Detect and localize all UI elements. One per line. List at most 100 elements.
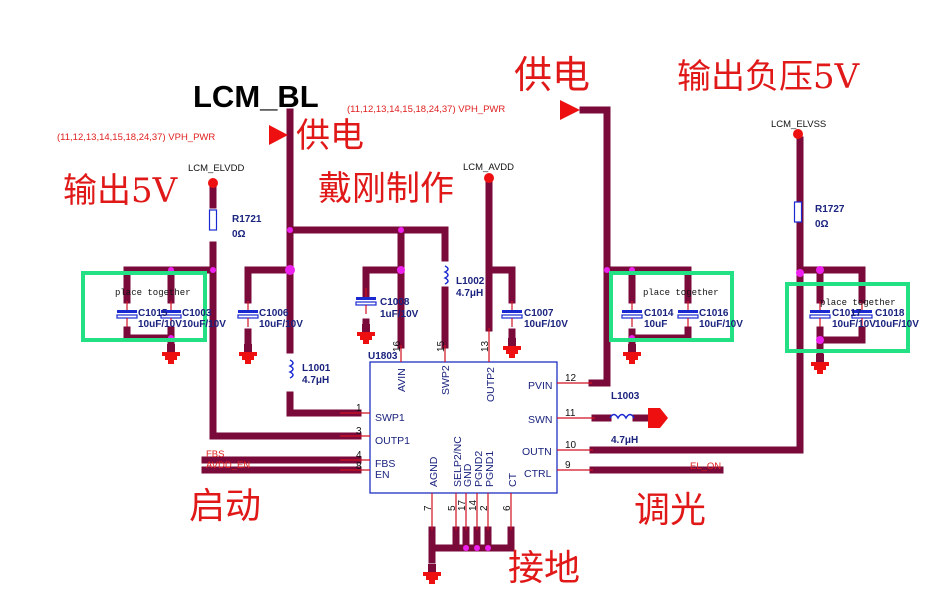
l1001-value: 4.7μH: [302, 375, 329, 386]
ground-icon: [239, 344, 257, 364]
resistor-r1727: [793, 201, 803, 223]
annotation-supply-2: 供电: [514, 53, 590, 97]
avdd-net-port: [484, 173, 494, 183]
c1017-ref: C1017: [832, 308, 862, 319]
pin-num-gnd: 17: [457, 499, 468, 511]
l1003-ref: L1003: [611, 391, 640, 402]
pin-name-pgnd2: PGND2: [473, 451, 485, 487]
place-together-box: [785, 282, 910, 353]
pin-name-swn: SWN: [528, 414, 553, 426]
c1016-value: 10uF/10V: [699, 319, 743, 330]
capacitor-c1006: [237, 300, 259, 328]
ground-icon: [423, 564, 441, 584]
annotation-ground: 接地: [508, 548, 580, 589]
pin-num-ct: 6: [502, 505, 513, 511]
c1017-value: 10uF/10V: [832, 319, 876, 330]
power-port-arrow-icon: [269, 125, 288, 145]
net-fbs: FBS: [206, 449, 224, 460]
capacitor-c1008: [355, 287, 377, 315]
pin-num-outp2: 13: [480, 340, 491, 352]
r1721-ref: R1721: [232, 214, 262, 225]
c1008-ref: C1008: [380, 297, 410, 308]
ground-icon: [162, 344, 180, 364]
power-port-arrow-icon: [560, 100, 580, 120]
l1002-ref: L1002: [456, 276, 485, 287]
power-ref-top: (11,12,13,14,15,18,24,37) VPH_PWR: [347, 104, 505, 115]
pin-num-ctrl: 9: [565, 460, 571, 471]
pin-num-outp1: 3: [356, 426, 362, 437]
c1006-value: 10uF/10V: [259, 319, 303, 330]
inductor-l1001: [289, 359, 294, 379]
pin-name-fbs: FBS: [375, 458, 395, 470]
ground-icon: [503, 338, 521, 358]
place-together-note: place together: [820, 298, 896, 308]
pin-num-swn: 11: [565, 408, 576, 419]
pin-name-ctrl: CTRL: [524, 468, 552, 480]
r1727-ref: R1727: [815, 204, 845, 215]
r1727-value: 0Ω: [815, 219, 829, 230]
c1018-ref: C1018: [875, 308, 905, 319]
pin-name-outp1: OUTP1: [375, 435, 410, 447]
c1007-value: 10uF/10V: [524, 319, 568, 330]
annotation-dimming: 调光: [634, 490, 706, 531]
c1015-value: 10uF/10V: [138, 319, 182, 330]
c1018-value: 10uF/10V: [875, 319, 919, 330]
pin-name-en: EN: [375, 469, 390, 481]
net-elvss: LCM_ELVSS: [771, 119, 826, 130]
resistor-r1721: [208, 209, 218, 231]
annotation-author: 戴刚制作: [318, 169, 454, 209]
pin-num-avin: 16: [392, 340, 403, 352]
capacitor-c1007: [501, 300, 523, 328]
wires: [123, 106, 866, 564]
pin-num-swp2: 15: [436, 340, 447, 352]
c1008-value: 1uF/10V: [380, 309, 419, 320]
capacitor-c1015: [116, 300, 138, 328]
pin-num-selp2: 5: [447, 505, 458, 511]
pin-name-selp2: SELP2/NC: [452, 436, 464, 487]
ic-pin-lines: [340, 328, 595, 530]
ground-icon: [623, 344, 641, 364]
inductor-l1002: [444, 265, 449, 285]
pin-name-swp2: SWP2: [440, 365, 452, 395]
net-avdd-en: AVDD_EN: [206, 460, 250, 471]
l1002-value: 4.7μH: [456, 288, 483, 299]
elvss-net-port: [793, 129, 803, 139]
ground-icon: [811, 354, 829, 374]
l1001-ref: L1001: [302, 363, 331, 374]
annotation-output-5v: 输出5V: [63, 171, 179, 211]
pin-name-agnd: AGND: [428, 456, 440, 487]
inductor-l1003: [609, 413, 635, 420]
pin-num-swp1: 1: [356, 403, 362, 414]
c1003-value: 10uF/10V: [182, 319, 226, 330]
ic-u1803: [369, 361, 558, 494]
pin-name-pgnd1: PGND1: [484, 451, 496, 487]
pin-name-avin: AVIN: [396, 368, 408, 392]
c1006-ref: C1006: [259, 308, 289, 319]
place-together-note: place together: [115, 288, 191, 298]
pin-name-swp1: SWP1: [375, 412, 405, 424]
pin-num-fbs: 4: [356, 450, 362, 461]
ic-ref: U1803: [368, 351, 398, 362]
annotation-supply-1: 供电: [296, 116, 364, 156]
ground-icon: [648, 408, 668, 428]
c1007-ref: C1007: [524, 308, 554, 319]
pin-name-outp2: OUTP2: [485, 367, 497, 402]
pin-num-pgnd1: 2: [479, 505, 490, 511]
annotation-enable: 启动: [189, 486, 261, 527]
schematic-title: LCM_BL: [193, 79, 319, 114]
capacitor-c1016: [677, 300, 699, 328]
pin-name-pvin: PVIN: [528, 380, 553, 392]
pin-num-agnd: 7: [423, 505, 434, 511]
pin-name-gnd: GND: [462, 463, 474, 487]
annotation-output-neg-5v: 输出负压5V: [677, 57, 861, 97]
l1003-value: 4.7μH: [611, 435, 638, 446]
net-el-on: EL_ON: [690, 461, 721, 472]
net-elvdd: LCM_ELVDD: [188, 163, 244, 174]
c1014-value: 10uF: [644, 319, 667, 330]
place-together-box: [81, 271, 207, 342]
place-together-note: place together: [643, 288, 719, 298]
capacitor-c1014: [621, 300, 643, 328]
c1015-ref: C1015: [138, 308, 168, 319]
